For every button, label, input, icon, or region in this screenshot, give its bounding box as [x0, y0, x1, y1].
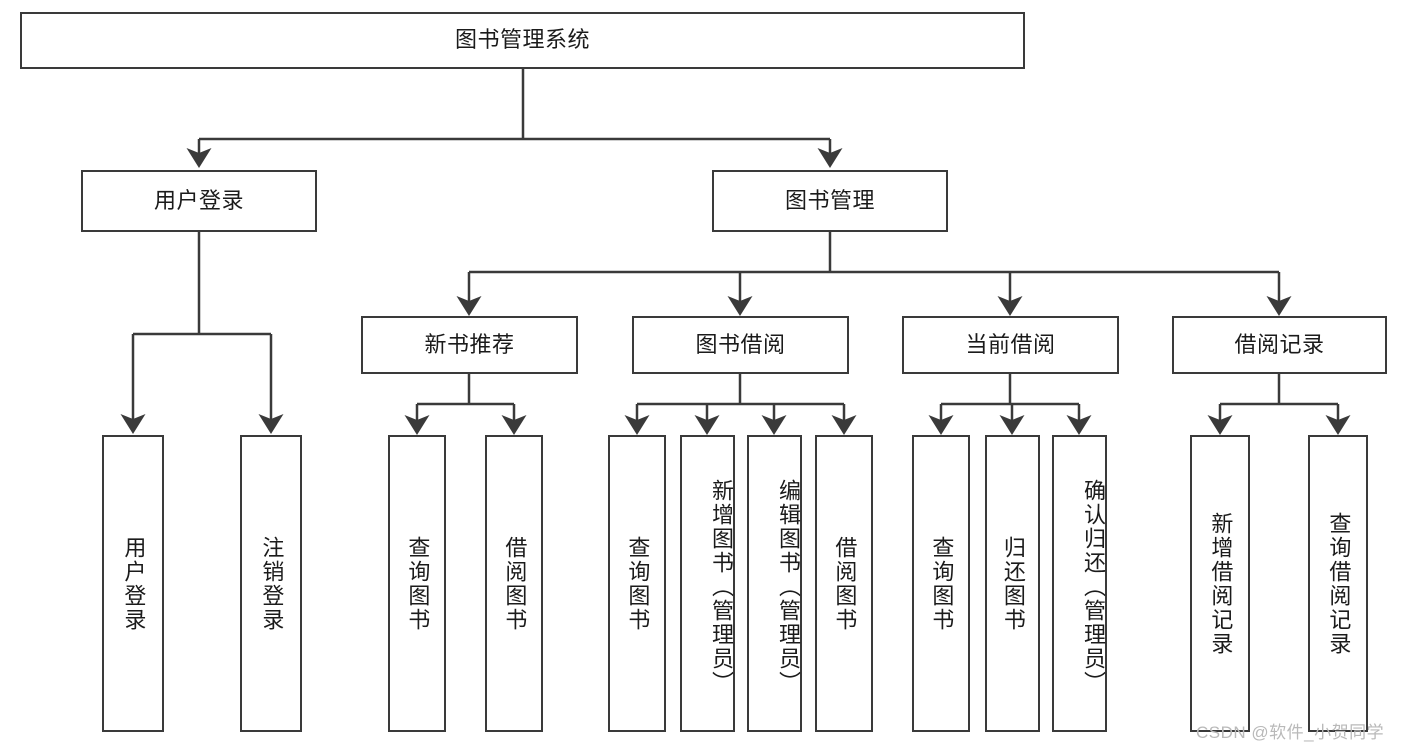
- node-leaf-logout-login[interactable]: 注销登录: [240, 435, 302, 732]
- node-label: 图书管理系统: [454, 27, 590, 53]
- node-label: 注销登录: [259, 535, 285, 632]
- node-label: 借阅图书: [502, 535, 528, 632]
- node-leaf-user-login[interactable]: 用户登录: [102, 435, 164, 732]
- node-label: 新增借阅记录: [1208, 511, 1234, 656]
- node-label: 查询图书: [405, 535, 431, 632]
- node-book-borrow[interactable]: 图书借阅: [632, 316, 849, 374]
- node-new-book-recommend[interactable]: 新书推荐: [361, 316, 578, 374]
- csdn-watermark: CSDN @软件_小贺同学: [1196, 723, 1385, 742]
- node-label: 查询图书: [625, 535, 651, 632]
- node-leaf-query-borrow-record[interactable]: 查询借阅记录: [1308, 435, 1368, 732]
- node-leaf-confirm-return-admin[interactable]: 确认归还（管理员）: [1052, 435, 1107, 732]
- node-leaf-query-books-1[interactable]: 查询图书: [388, 435, 446, 732]
- node-user-login[interactable]: 用户登录: [81, 170, 317, 232]
- node-label: 图书管理: [784, 187, 875, 213]
- node-borrow-record[interactable]: 借阅记录: [1172, 316, 1387, 374]
- node-label: 用户登录: [121, 535, 147, 632]
- node-leaf-query-books-3[interactable]: 查询图书: [912, 435, 970, 732]
- node-system-root[interactable]: 图书管理系统: [20, 12, 1025, 69]
- node-label: 查询图书: [929, 535, 955, 632]
- node-label: 借阅图书: [832, 535, 858, 632]
- node-label: 编辑图书（管理员）: [776, 478, 801, 695]
- node-leaf-add-borrow-record[interactable]: 新增借阅记录: [1190, 435, 1250, 732]
- node-label: 确认归还（管理员）: [1081, 478, 1106, 695]
- node-label: 新书推荐: [424, 331, 515, 357]
- node-label: 当前借阅: [965, 331, 1056, 357]
- node-leaf-borrow-books-2[interactable]: 借阅图书: [815, 435, 873, 732]
- node-current-borrow[interactable]: 当前借阅: [902, 316, 1119, 374]
- node-label: 图书借阅: [695, 331, 786, 357]
- node-label: 新增图书（管理员）: [709, 478, 734, 695]
- node-label: 用户登录: [153, 187, 244, 213]
- node-label: 查询借阅记录: [1326, 511, 1352, 656]
- node-book-management[interactable]: 图书管理: [712, 170, 948, 232]
- node-leaf-query-books-2[interactable]: 查询图书: [608, 435, 666, 732]
- node-leaf-edit-book-admin[interactable]: 编辑图书（管理员）: [747, 435, 802, 732]
- node-leaf-return-books[interactable]: 归还图书: [985, 435, 1040, 732]
- node-leaf-add-book-admin[interactable]: 新增图书（管理员）: [680, 435, 735, 732]
- node-leaf-borrow-books-1[interactable]: 借阅图书: [485, 435, 543, 732]
- node-label: 借阅记录: [1234, 331, 1325, 357]
- node-label: 归还图书: [1000, 535, 1026, 632]
